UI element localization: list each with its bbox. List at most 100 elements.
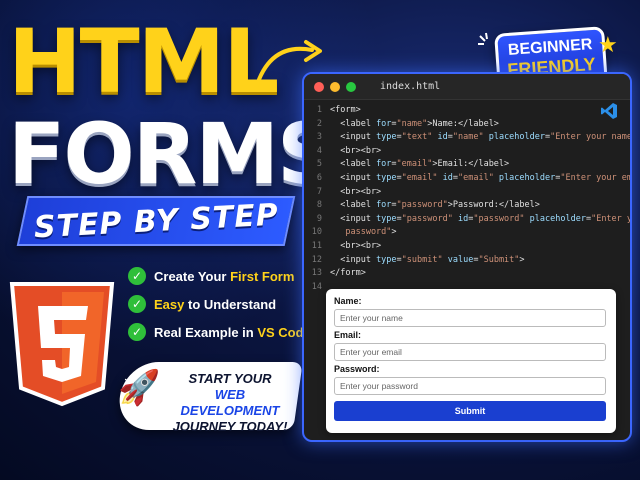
- code-line: 12 <input type="submit" value="Submit">: [304, 254, 630, 268]
- code-line: 7 <br><br>: [304, 186, 630, 200]
- code-token: <br><br>: [330, 186, 382, 197]
- check-text-highlight: First Form: [230, 268, 295, 284]
- line-number: 3: [316, 132, 322, 143]
- code-token: "email": [396, 159, 433, 170]
- code-token: </label>: [457, 118, 499, 129]
- check-icon: ✓: [128, 267, 146, 285]
- code-token: </label>: [498, 200, 540, 211]
- code-token: <input: [330, 213, 377, 224]
- line-number: 1: [316, 105, 322, 115]
- code-token: <br><br>: [330, 145, 382, 156]
- line-number: 6: [316, 172, 322, 183]
- maximize-window-button[interactable]: [346, 81, 356, 92]
- name-input[interactable]: Enter your name: [334, 309, 606, 327]
- checklist-text: Easy to Understand: [154, 297, 276, 312]
- code-token: <br><br>: [330, 240, 382, 251]
- name-label: Name:: [334, 296, 362, 306]
- code-token: <input: [330, 254, 377, 265]
- code-token: type: [376, 213, 397, 224]
- code-line: 6 <input type="email" id="email" placeho…: [304, 172, 630, 186]
- code-line: 9 <input type="password" id="password" p…: [304, 213, 630, 227]
- rocket-icon: 🚀: [118, 369, 161, 407]
- code-line: 8 <label for="password">Password:</label…: [304, 199, 630, 213]
- banner-line2: WEB DEVELOPMENT: [180, 387, 280, 418]
- code-token: >: [447, 200, 453, 211]
- password-input[interactable]: Enter your password: [334, 377, 606, 395]
- code-token: "email": [401, 172, 438, 183]
- code-token: "submit": [401, 254, 443, 265]
- check-icon: ✓: [128, 323, 146, 341]
- code-token: "name": [452, 132, 484, 143]
- check-text-pre: Real Example in: [154, 324, 258, 340]
- code-token: =: [396, 254, 402, 265]
- line-number: 4: [316, 145, 322, 156]
- code-token: >: [519, 254, 525, 265]
- code-token: "text": [401, 132, 433, 143]
- code-token: =: [447, 132, 453, 143]
- checklist-item: ✓ Real Example in VS Code: [128, 318, 311, 346]
- code-token: =: [468, 213, 474, 224]
- code-token: type: [376, 132, 397, 143]
- code-token: "password": [473, 213, 525, 224]
- code-token: type: [376, 254, 397, 265]
- code-token: for: [376, 200, 392, 211]
- checklist-item: ✓ Create Your First Form: [128, 262, 311, 290]
- code-line: 2 <label for="name">Name:</label>: [304, 118, 630, 132]
- line-number: 10: [311, 227, 322, 238]
- code-token: id: [452, 213, 469, 224]
- email-input[interactable]: Enter your email: [334, 343, 606, 361]
- code-token: =: [396, 213, 402, 224]
- code-token: id: [432, 132, 448, 143]
- check-icon: ✓: [128, 295, 146, 313]
- code-token: value: [442, 254, 474, 265]
- headline-html: HTML: [8, 10, 279, 113]
- code-line: 10 password">: [304, 226, 630, 240]
- code-token: "Submit": [478, 254, 520, 265]
- banner-text: START YOUR WEB DEVELOPMENT JOURNEY TODAY…: [166, 371, 294, 435]
- code-token: "Enter your email": [560, 172, 632, 183]
- banner-line1: START YOUR: [188, 371, 272, 386]
- code-line: 1<form>: [304, 104, 630, 118]
- code-token: <label: [330, 200, 377, 211]
- minimize-window-button[interactable]: [330, 81, 340, 92]
- close-window-button[interactable]: [314, 81, 324, 92]
- form-preview: Name: Enter your name Email: Enter your …: [326, 289, 616, 433]
- feature-checklist: ✓ Create Your First Form ✓ Easy to Under…: [128, 262, 311, 346]
- checklist-text: Real Example in VS Code: [154, 325, 311, 340]
- code-token: Email:: [437, 159, 469, 170]
- line-number: 5: [316, 159, 322, 170]
- headline-forms: FORMS: [8, 105, 338, 203]
- html5-shield-icon: [9, 282, 115, 407]
- line-number: 12: [311, 254, 322, 265]
- line-number: 11: [311, 240, 322, 251]
- code-area[interactable]: 1<form>2 <label for="name">Name:</label>…: [304, 100, 630, 294]
- editor-tab-title[interactable]: index.html: [380, 81, 441, 92]
- code-token: =: [391, 118, 397, 129]
- code-line: 13</form>: [304, 267, 630, 281]
- code-token: <label: [330, 118, 377, 129]
- banner-line3: JOURNEY TODAY!: [172, 419, 288, 434]
- password-label: Password:: [334, 364, 380, 374]
- code-token: =: [473, 254, 479, 265]
- submit-button[interactable]: Submit: [334, 401, 606, 421]
- line-number: 2: [316, 118, 322, 129]
- email-label: Email:: [334, 330, 362, 340]
- code-token: =: [545, 132, 551, 143]
- code-line: 14: [304, 281, 630, 295]
- code-token: =: [452, 172, 458, 183]
- arrow-icon: [254, 40, 322, 90]
- code-token: </label>: [468, 159, 510, 170]
- code-token: <label: [330, 159, 377, 170]
- code-token: Name:: [432, 118, 458, 129]
- line-number: 7: [316, 186, 322, 197]
- code-token: =: [391, 159, 397, 170]
- code-line: 5 <label for="email">Email:</label>: [304, 158, 630, 172]
- check-text-highlight: VS Code: [257, 324, 311, 340]
- code-token: id: [437, 172, 453, 183]
- code-token: >: [391, 227, 397, 238]
- code-token: "password": [401, 213, 453, 224]
- code-token: <input: [330, 132, 377, 143]
- code-token: "Enter your name": [550, 132, 632, 143]
- code-token: </form>: [330, 268, 366, 279]
- checklist-item: ✓ Easy to Understand: [128, 290, 311, 318]
